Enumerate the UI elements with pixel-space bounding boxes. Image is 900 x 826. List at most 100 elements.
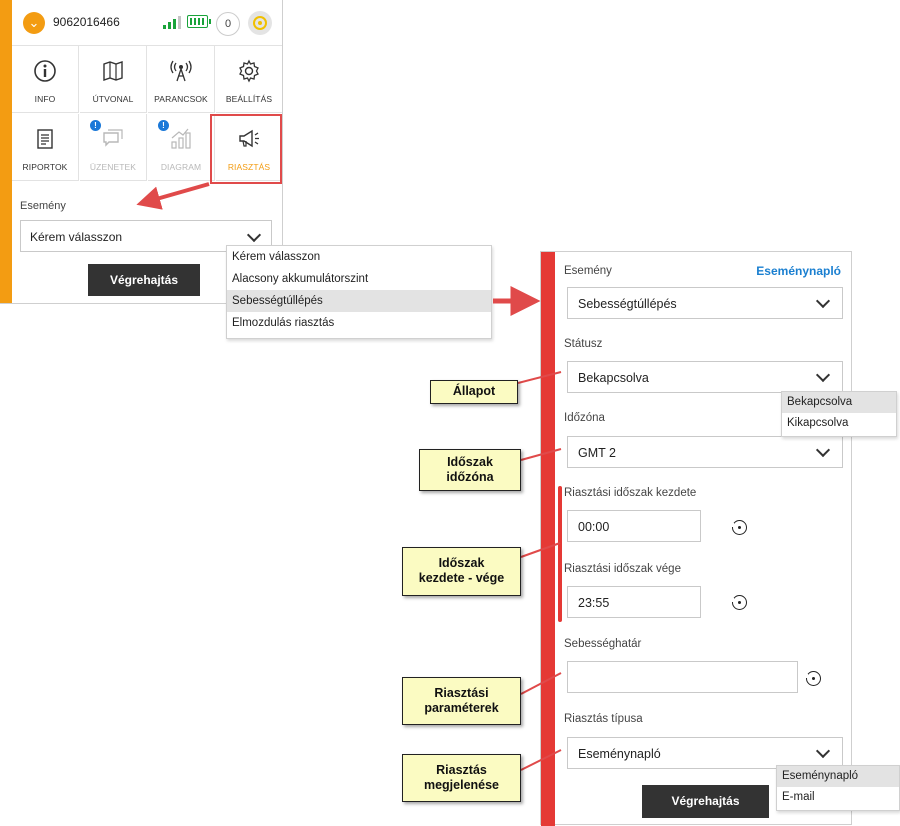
timezone-label: Időzóna (564, 412, 605, 424)
callout-display: Riasztás megjelenése (402, 754, 521, 802)
pointer-line (520, 749, 562, 771)
end-time-value: 23:55 (578, 596, 610, 610)
callout-text: időzóna (446, 470, 494, 484)
event-select-value: Kérem válasszon (30, 230, 123, 244)
callout-text: Riasztási (434, 686, 489, 700)
status-select[interactable]: Bekapcsolva (567, 361, 843, 393)
dropdown-option[interactable]: Sebességtúllépés (227, 290, 491, 312)
callout-text: paraméterek (424, 701, 499, 715)
tile-settings[interactable]: BEÁLLÍTÁS (216, 46, 282, 113)
tile-label: PARANCSOK (154, 94, 208, 104)
clock-icon[interactable] (730, 595, 747, 610)
tile-label: BEÁLLÍTÁS (225, 94, 273, 104)
callout-text: megjelenése (423, 778, 500, 792)
timezone-select[interactable]: GMT 2 (567, 436, 843, 468)
execute-button[interactable]: Végrehajtás (88, 264, 200, 296)
start-time-input[interactable]: 00:00 (567, 510, 701, 542)
tile-label: INFO (34, 94, 56, 104)
event-log-link[interactable]: Eseménynapló (756, 264, 841, 278)
pointer-line (520, 672, 562, 695)
callout-status: Állapot (430, 380, 518, 404)
alarm-type-select-value: Eseménynapló (578, 747, 661, 761)
start-time-label: Riasztási időszak kezdete (564, 487, 697, 499)
chart-icon (148, 127, 214, 157)
locate-icon[interactable] (248, 11, 272, 35)
megaphone-icon (216, 127, 282, 157)
scrollbar[interactable] (558, 486, 562, 622)
tile-label: RIASZTÁS (227, 162, 271, 172)
speed-limit-label: Sebességhatár (564, 638, 642, 650)
callout-text: Állapot (452, 384, 496, 398)
device-phone-number: 9062016466 (53, 15, 120, 29)
tile-info[interactable]: INFO (12, 46, 79, 113)
tile-messages[interactable]: ! ÜZENETEK (80, 114, 147, 181)
status-dropdown: Bekapcsolva Kikapcsolva (781, 391, 897, 437)
accent-stripe (0, 0, 12, 303)
callout-text: Időszak (447, 455, 493, 469)
tile-route[interactable]: ÚTVONAL (80, 46, 147, 113)
pointer-line (517, 371, 562, 384)
dropdown-option[interactable]: Elmozdulás riasztás (232, 317, 335, 329)
status-label: Státusz (564, 338, 603, 350)
gear-icon (216, 59, 282, 89)
callout-text: kezdete - vége (418, 571, 505, 585)
alarm-settings-panel: Esemény Eseménynapló Sebességtúllépés St… (540, 251, 852, 826)
callout-timezone: Időszak időzóna (419, 449, 521, 491)
tile-reports[interactable]: RIPORTOK (12, 114, 79, 181)
chevron-down-icon[interactable]: ⌄ (23, 12, 45, 34)
callout-parameters: Riasztási paraméterek (402, 677, 521, 725)
alert-badge-icon: ! (90, 120, 101, 131)
event-select[interactable]: Sebességtúllépés (567, 287, 843, 319)
pointer-line (520, 448, 562, 461)
start-time-value: 00:00 (578, 520, 610, 534)
message-icon (80, 127, 146, 157)
end-time-input[interactable]: 23:55 (567, 586, 701, 618)
info-icon (12, 59, 78, 89)
event-dropdown: Kérem válasszon Alacsony akkumulátorszin… (226, 245, 492, 339)
pointer-line (520, 542, 561, 558)
signal-icon (163, 16, 181, 29)
tile-label: ÜZENETEK (89, 162, 137, 172)
tile-label: ÚTVONAL (92, 94, 134, 104)
highlight-frame (210, 114, 282, 184)
callout-text: Időszak (438, 556, 485, 570)
device-panel: ⌄ 9062016466 0 INFO ÚTVONAL PARANC (0, 0, 283, 304)
end-time-label: Riasztási időszak vége (564, 563, 681, 575)
map-icon (80, 59, 146, 89)
speed-limit-input[interactable] (567, 661, 798, 693)
dropdown-option[interactable]: Alacsony akkumulátorszint (232, 273, 369, 285)
clock-icon[interactable] (804, 671, 821, 686)
alarm-type-select[interactable]: Eseménynapló (567, 737, 843, 769)
pointer-arrow (136, 182, 210, 210)
dropdown-option[interactable]: E-mail (782, 791, 815, 803)
battery-icon (187, 15, 211, 28)
dropdown-option[interactable]: Eseménynapló (777, 766, 899, 787)
dropdown-option[interactable]: Kérem válasszon (232, 251, 321, 263)
report-icon (12, 127, 78, 157)
status-select-value: Bekapcsolva (578, 371, 649, 385)
tile-label: DIAGRAM (160, 162, 202, 172)
notification-count[interactable]: 0 (216, 12, 240, 36)
callout-period: Időszak kezdete - vége (402, 547, 521, 596)
event-select[interactable]: Kérem válasszon (20, 220, 272, 252)
menu-grid: INFO ÚTVONAL PARANCSOK BEÁLLÍTÁS RIPORTO… (12, 46, 282, 182)
tile-commands[interactable]: PARANCSOK (148, 46, 215, 113)
device-header: ⌄ 9062016466 0 (12, 0, 282, 46)
dropdown-option[interactable]: Kikapcsolva (787, 417, 849, 429)
tile-alarm[interactable]: RIASZTÁS (216, 114, 282, 181)
dropdown-option[interactable]: Bekapcsolva (782, 392, 896, 413)
antenna-icon (148, 59, 214, 89)
alert-badge-icon: ! (158, 120, 169, 131)
alarm-type-dropdown: Eseménynapló E-mail (776, 765, 900, 811)
clock-icon[interactable] (730, 520, 747, 535)
tile-diagram[interactable]: ! DIAGRAM (148, 114, 215, 181)
execute-button[interactable]: Végrehajtás (642, 785, 769, 818)
callout-text: Riasztás (436, 763, 487, 777)
alarm-type-label: Riasztás típusa (564, 713, 643, 725)
event-label: Esemény (20, 200, 66, 212)
tile-label: RIPORTOK (22, 162, 68, 172)
timezone-select-value: GMT 2 (578, 446, 616, 460)
event-select-value: Sebességtúllépés (578, 297, 677, 311)
event-label: Esemény (564, 265, 612, 277)
